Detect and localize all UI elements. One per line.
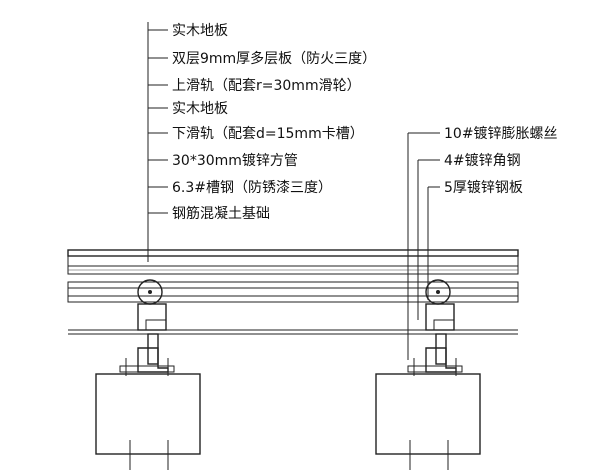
callout-left-4: 实木地板 xyxy=(172,101,228,117)
roller-right xyxy=(425,279,451,305)
left-leader-group xyxy=(147,22,168,262)
support-right xyxy=(407,303,463,376)
callout-left-6: 30*30mm镀锌方管 xyxy=(172,152,298,169)
support-left xyxy=(119,303,175,376)
callout-left-8: 钢筋混凝土基础 xyxy=(172,205,270,222)
callout-left-2: 双层9mm厚多层板（防火三度） xyxy=(172,50,376,67)
foundation-right xyxy=(375,373,481,470)
foundation-left xyxy=(95,373,201,470)
callout-right-1: 10#镀锌膨胀螺丝 xyxy=(444,125,558,142)
roller-left xyxy=(137,279,163,305)
callout-left-1: 实木地板 xyxy=(172,23,228,39)
floor-assembly xyxy=(67,249,519,335)
right-leader-group xyxy=(407,132,440,360)
right-callouts: 10#镀锌膨胀螺丝 4#镀锌角钢 5厚镀锌钢板 xyxy=(444,125,558,196)
callout-left-5: 下滑轨（配套d=15mm卡槽） xyxy=(172,125,364,142)
callout-left-3: 上滑轨（配套r=30mm滑轮） xyxy=(172,77,361,94)
callout-left-7: 6.3#槽钢（防锈漆三度） xyxy=(172,180,332,196)
callout-right-2: 4#镀锌角钢 xyxy=(444,152,521,169)
left-callouts: 实木地板 双层9mm厚多层板（防火三度） 上滑轨（配套r=30mm滑轮） 实木地… xyxy=(172,23,376,222)
callout-right-3: 5厚镀锌钢板 xyxy=(444,179,523,196)
